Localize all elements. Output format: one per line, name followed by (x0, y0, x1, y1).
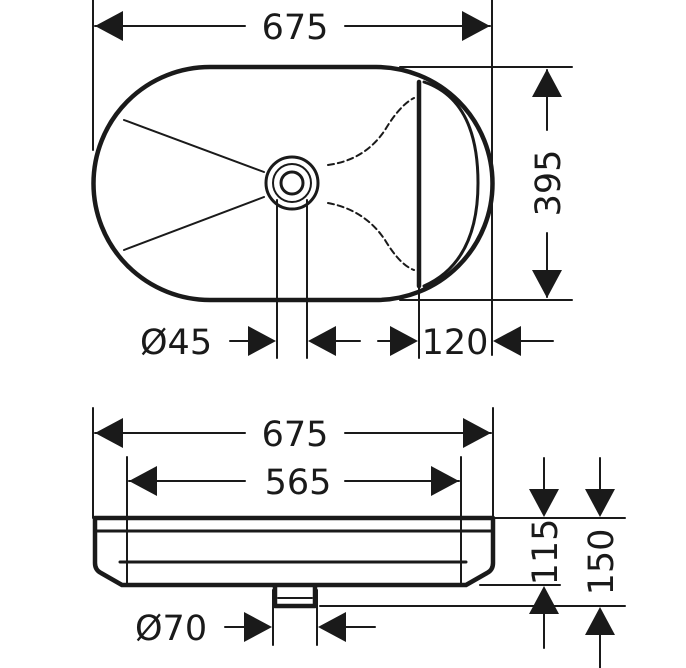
slope-curve-upper (327, 97, 415, 166)
arrow-right (244, 612, 272, 642)
arrow-right (431, 466, 459, 496)
side-outer-width-dimension: 675 (94, 415, 492, 455)
arrow-left (95, 418, 123, 448)
arrow-right (463, 418, 491, 448)
rim-width-label: 120 (422, 323, 489, 363)
top-view: 675 395 Ø4 (91, 0, 573, 363)
side-outer-width-label: 675 (262, 415, 329, 455)
basin-profile-outline (92, 515, 496, 588)
top-depth-dimension: 395 (529, 69, 569, 298)
arrow-right (462, 11, 490, 41)
drain-outer-ring (264, 155, 320, 211)
drain-diameter-label-top: Ø45 (140, 323, 212, 363)
arrow-down (585, 489, 615, 517)
total-height-label: 150 (582, 529, 622, 596)
inner-height-dimension: 115 (526, 457, 566, 649)
side-view: 675 565 Ø70 1 (92, 407, 626, 668)
top-depth-label: 395 (529, 150, 569, 217)
arrow-up (532, 69, 562, 97)
arrow-down (532, 270, 562, 298)
arrow-left (95, 11, 123, 41)
drain-middle-ring (272, 163, 312, 203)
total-height-dimension: 150 (582, 457, 622, 668)
drain-diameter-dimension-side: Ø70 (135, 609, 376, 649)
top-width-label: 675 (262, 8, 329, 48)
drain-top (264, 155, 320, 211)
side-inner-width-label: 565 (265, 463, 332, 503)
side-inner-width-dimension: 565 (128, 463, 460, 503)
slope-curve-lower (327, 202, 415, 271)
drain-inner-ring (279, 170, 305, 196)
arrow-right (248, 326, 276, 356)
arrow-left (129, 466, 157, 496)
arrow-right (390, 326, 418, 356)
top-width-dimension: 675 (94, 8, 491, 48)
drain-diameter-label-side: Ø70 (135, 609, 207, 649)
slope-line-lower (123, 196, 265, 251)
arrow-down (529, 489, 559, 517)
inner-height-label: 115 (526, 519, 566, 586)
drain-diameter-dimension-top: Ø45 (140, 323, 361, 363)
slope-line-upper (123, 119, 265, 173)
rim-width-dimension: 120 (377, 323, 554, 363)
rim-inner-arc (422, 80, 480, 288)
basin-outline (91, 64, 495, 303)
drain-stub (272, 584, 318, 609)
